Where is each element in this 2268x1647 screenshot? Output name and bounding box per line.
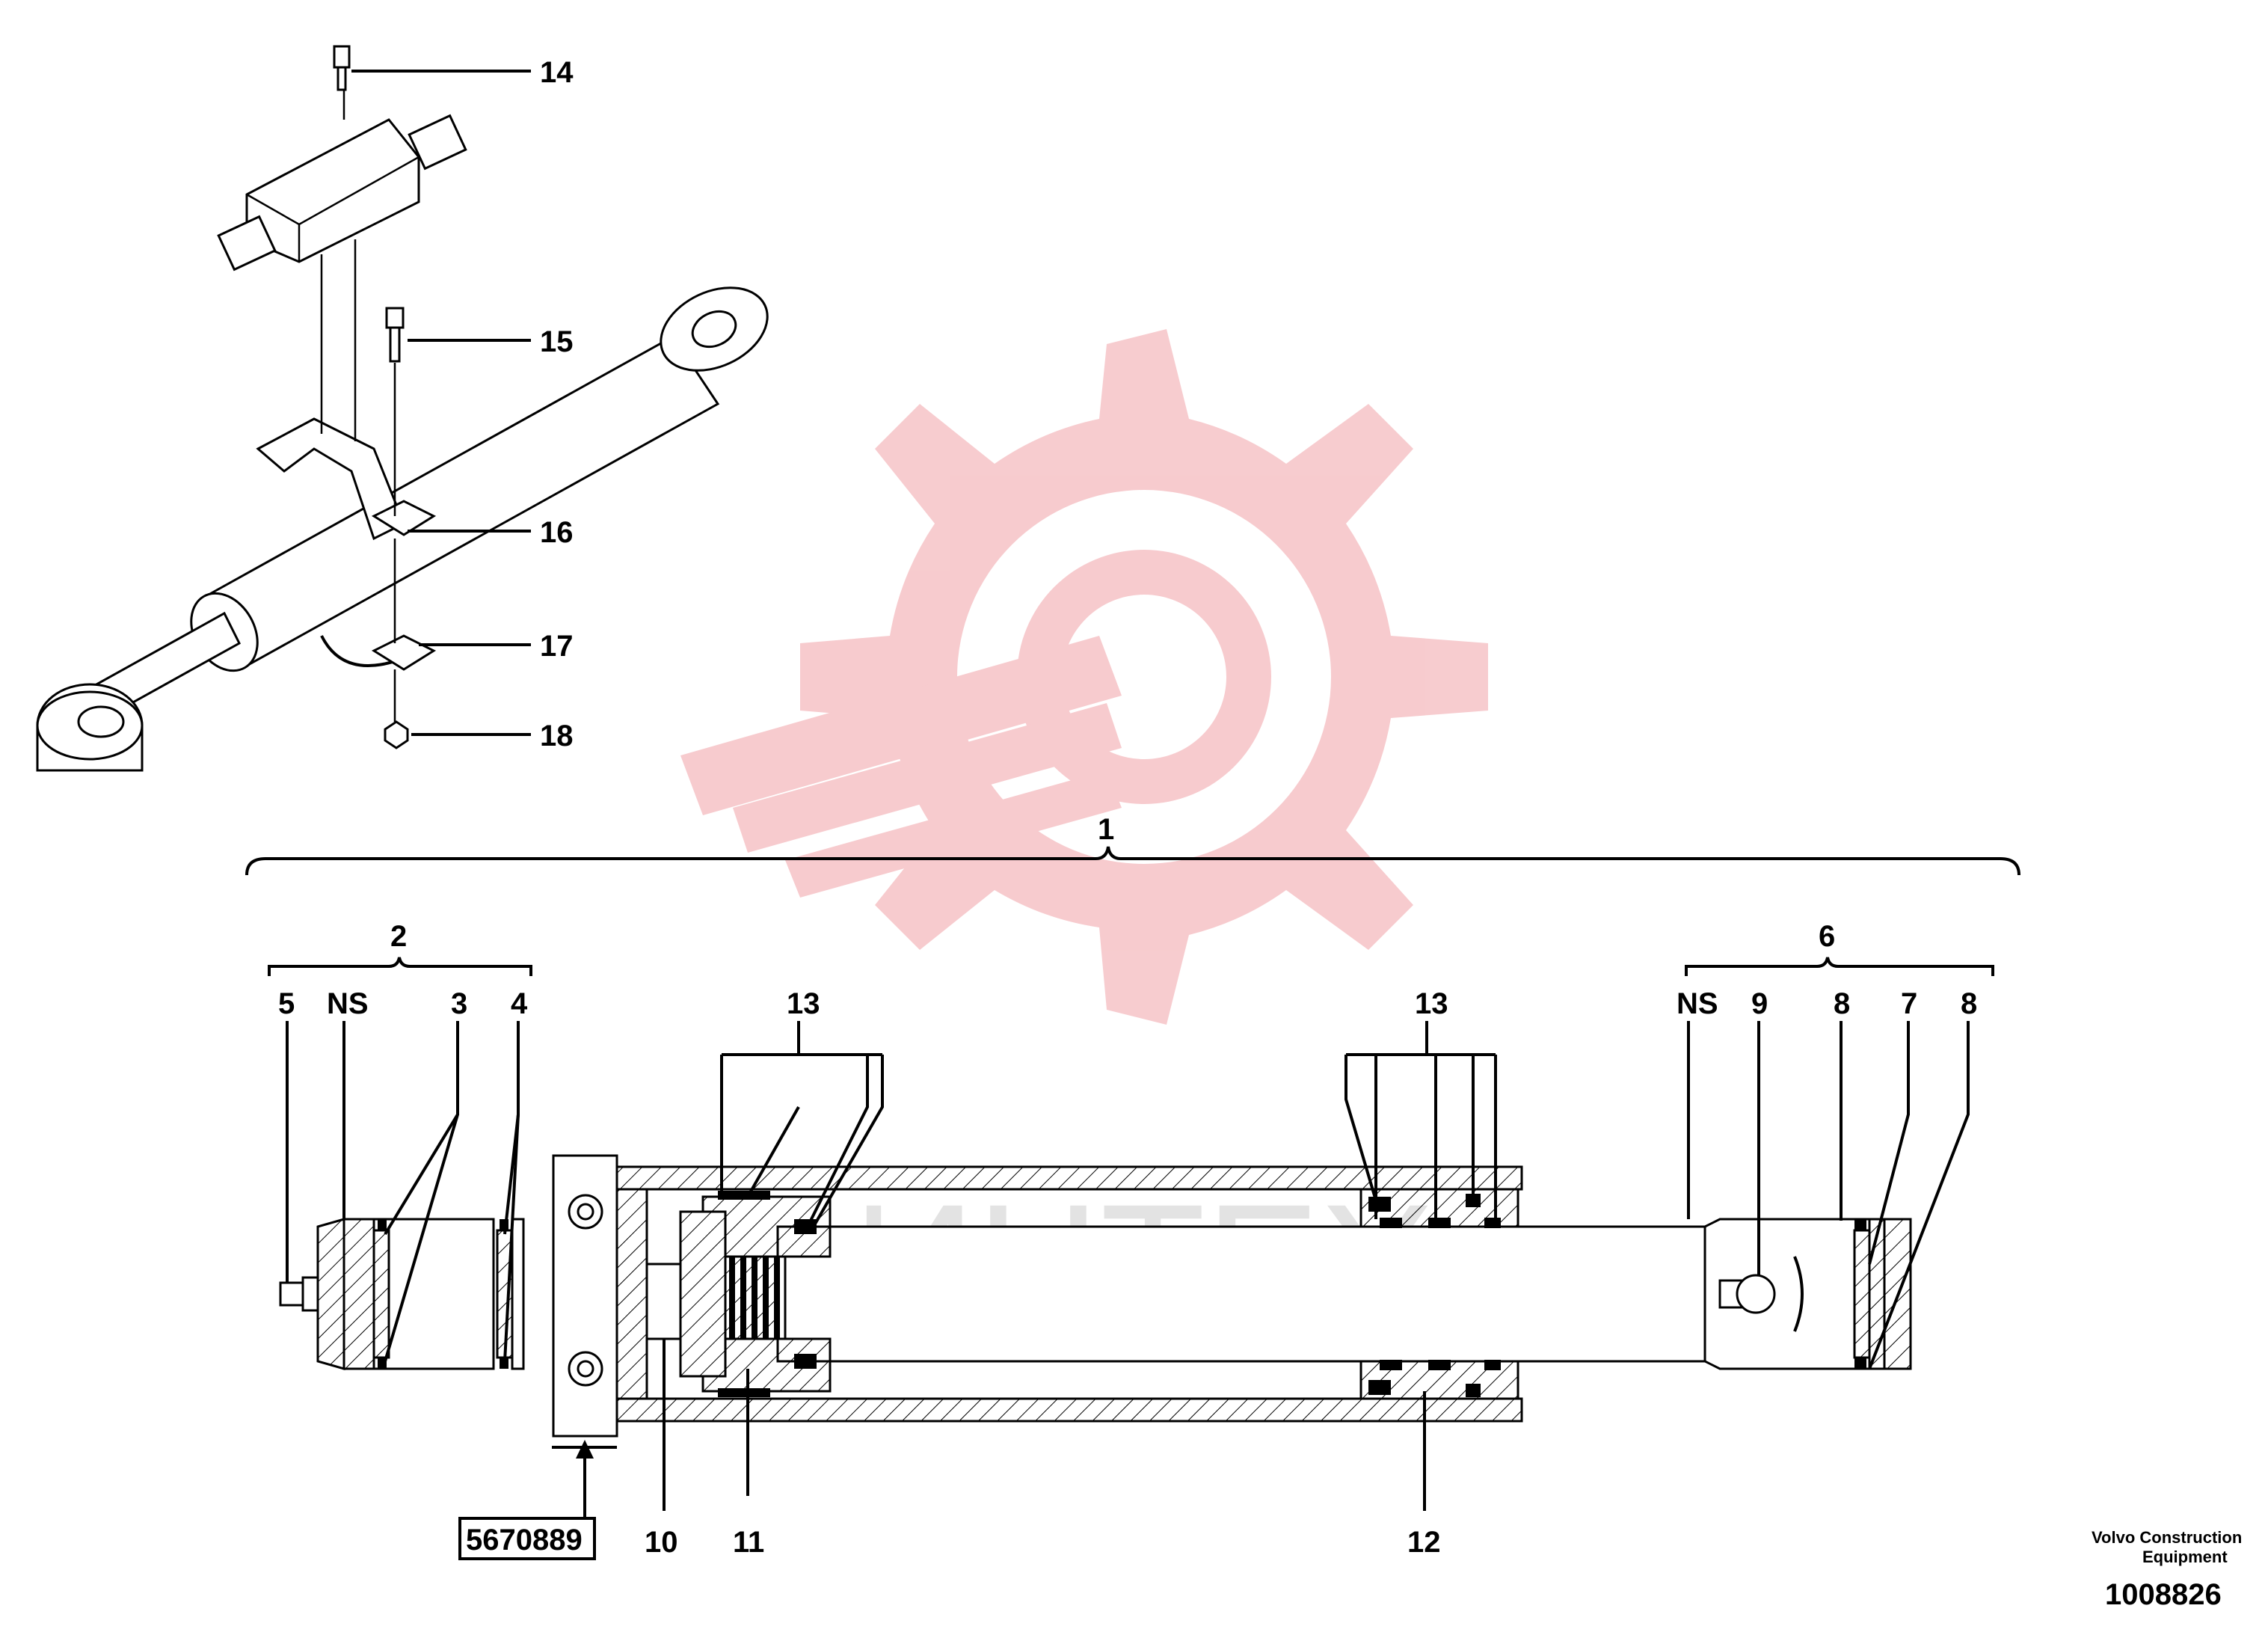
- kit-reference-box: [458, 1517, 596, 1560]
- bolt-15: [385, 307, 405, 329]
- callout-16: 16: [540, 516, 574, 549]
- callout-9: 9: [1751, 987, 1768, 1020]
- bushing-seal: [378, 1219, 387, 1230]
- brace-2: [268, 957, 532, 976]
- brace-6: [1685, 957, 1994, 976]
- callout-ns-left: NS: [327, 987, 369, 1020]
- callout-ns-right: NS: [1677, 987, 1718, 1020]
- watermark-logo: [680, 329, 1488, 1025]
- figure-number: 1008826: [2105, 1578, 2222, 1611]
- nut-18: [384, 720, 409, 749]
- callout-8-a: 8: [1834, 987, 1850, 1020]
- valve-fitting-right: [408, 114, 467, 171]
- callout-12: 12: [1407, 1526, 1441, 1559]
- callout-11: 11: [733, 1526, 764, 1559]
- callout-17: 17: [540, 630, 574, 663]
- maker-line-1: Volvo Construction: [2092, 1528, 2242, 1547]
- piston-nut-10: [645, 1263, 682, 1340]
- callout-13-right: 13: [1415, 987, 1448, 1020]
- valve-fitting-left: [217, 215, 277, 272]
- cylinder-section-view: [279, 1154, 1912, 1438]
- callout-1: 1: [1098, 813, 1114, 846]
- callout-2: 2: [390, 920, 407, 953]
- section-leaders: [286, 1021, 1970, 1518]
- section-piston-rod: [776, 1225, 1706, 1363]
- kit-reference-number: 5670889: [466, 1524, 583, 1556]
- callout-5: 5: [278, 987, 295, 1020]
- callout-3: 3: [451, 987, 467, 1020]
- callout-13-left: 13: [787, 987, 820, 1020]
- callout-15: 15: [540, 325, 574, 358]
- callout-14: 14: [540, 56, 574, 89]
- piston-11: [701, 1195, 832, 1393]
- callout-8-b: 8: [1961, 987, 1977, 1020]
- brace-1: [245, 846, 2020, 876]
- bolt-14: [333, 45, 351, 69]
- barrel-end-cap: [615, 1188, 648, 1400]
- clamp-plate-16: [371, 500, 437, 536]
- callout-7: 7: [1901, 987, 1917, 1020]
- mounting-bracket: [256, 417, 405, 541]
- cylinder-barrel: [200, 335, 720, 667]
- callout-6: 6: [1819, 920, 1835, 953]
- barrel-wall-bottom: [615, 1397, 1523, 1423]
- isometric-cylinder-assembly: [36, 45, 769, 772]
- callout-10: 10: [645, 1526, 678, 1559]
- callout-18: 18: [540, 720, 574, 752]
- valve-block: [245, 118, 420, 263]
- callout-4: 4: [511, 987, 528, 1020]
- left-eye-end: [316, 1218, 345, 1370]
- grease-nipple-5: [279, 1281, 304, 1307]
- maker-line-2: Equipment: [2142, 1548, 2228, 1566]
